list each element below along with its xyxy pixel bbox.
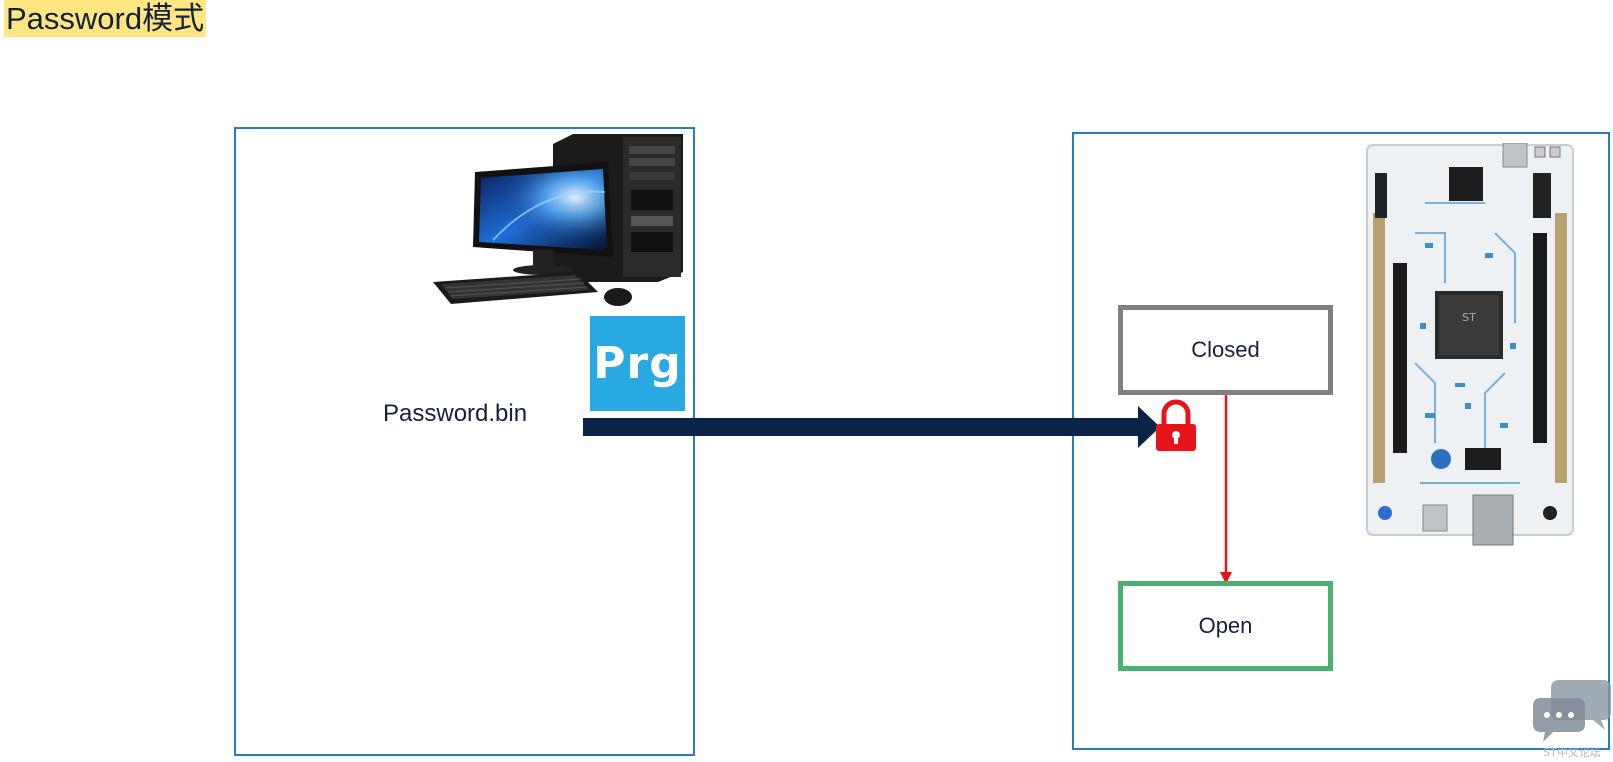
state-closed-label: Closed [1191, 337, 1260, 362]
password-file-label: Password.bin [383, 400, 528, 427]
page-title: Password模式 [4, 0, 207, 37]
programmer-tool-logo: Prg [590, 316, 685, 411]
watermark-text: ST中文论坛 [1543, 745, 1601, 759]
state-closed-box: Closed [1118, 305, 1333, 395]
desktop-computer-icon [433, 134, 683, 306]
state-open-label: Open [1198, 613, 1253, 638]
host-panel [234, 127, 695, 756]
device-panel [1072, 132, 1610, 750]
chat-bubbles-icon: ST中文论坛 [1533, 680, 1611, 759]
svg-text:ST: ST [1462, 311, 1476, 324]
nucleo-board-illustration: ST [1366, 143, 1574, 546]
state-open-box: Open [1118, 581, 1333, 671]
